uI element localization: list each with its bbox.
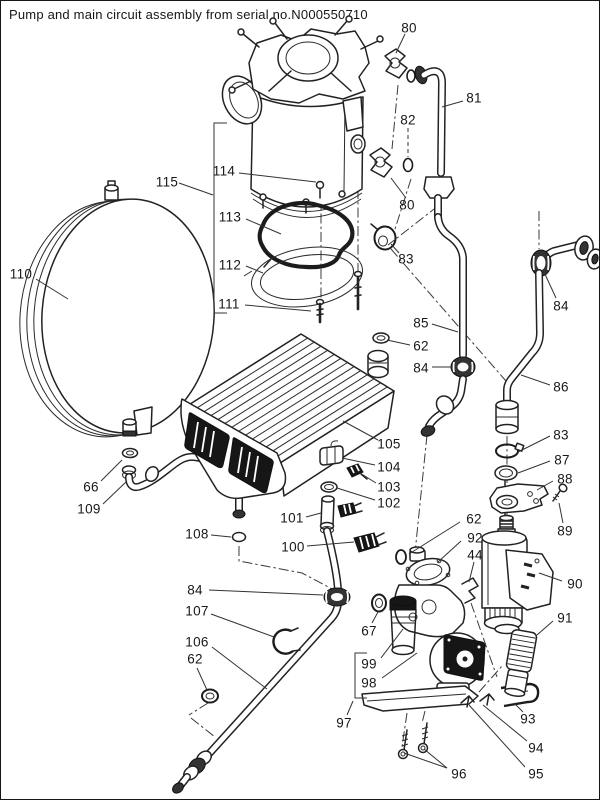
bracket-97 xyxy=(355,653,367,698)
clip-103 xyxy=(347,464,367,479)
combustion-chamber-assembly xyxy=(215,16,383,218)
pipe-106-group xyxy=(171,531,350,795)
pipe-union xyxy=(143,465,160,484)
union-nut xyxy=(424,177,454,198)
pump-bracket xyxy=(362,686,478,711)
door-panel-left xyxy=(185,413,230,468)
clip-80-top xyxy=(385,49,407,78)
gasket-112 xyxy=(244,240,367,315)
screws-111 xyxy=(317,272,362,323)
bracket-115 xyxy=(214,123,227,313)
clip-107 xyxy=(273,630,293,654)
page-title: Pump and main circuit assembly from seri… xyxy=(9,7,368,22)
clip-44 xyxy=(462,578,478,603)
clip-80-bottom xyxy=(370,148,392,177)
screw-89 xyxy=(553,483,568,501)
sight-glass xyxy=(351,135,365,153)
heat-exchanger xyxy=(181,333,394,552)
separator-cover xyxy=(506,550,553,610)
gasket-83 xyxy=(371,224,396,250)
screws-96 xyxy=(399,723,429,759)
pump-motor-98 xyxy=(430,633,485,700)
hydraulic-block xyxy=(395,585,465,637)
o-ring-62 xyxy=(373,333,389,343)
u-pin-93 xyxy=(501,684,538,706)
canister-99 xyxy=(390,596,416,655)
o-ring-62-low xyxy=(202,690,218,703)
door-panel-right xyxy=(229,438,274,493)
o-ring-82 xyxy=(404,159,413,172)
leader-lines xyxy=(36,34,563,768)
hose-91 xyxy=(501,629,537,698)
return-pipe-group xyxy=(490,234,599,531)
o-ring-102 xyxy=(321,482,337,492)
pipe-86 xyxy=(507,273,540,405)
air-separator xyxy=(482,516,553,698)
exchanger-flange xyxy=(368,351,388,378)
flue-pipes-group xyxy=(370,49,475,438)
washer-66 xyxy=(123,449,138,458)
nut-87 xyxy=(495,466,517,480)
gasket-113 xyxy=(260,203,353,267)
diverter-valve-92 xyxy=(404,547,452,589)
exchanger-fins xyxy=(194,338,388,459)
chamber-body xyxy=(251,95,363,207)
clamp-83 xyxy=(496,445,518,458)
o-ring-108 xyxy=(233,533,246,542)
gaskets-group xyxy=(244,203,396,322)
o-ring-62-pump xyxy=(396,550,406,564)
side-bracket xyxy=(343,97,363,131)
clip-95 xyxy=(461,696,474,707)
clip-94 xyxy=(480,694,494,705)
clip-104 xyxy=(320,441,343,465)
expansion-vessel xyxy=(12,181,222,479)
o-ring-67 xyxy=(372,595,386,612)
clip-100 xyxy=(354,533,386,552)
pump-assembly xyxy=(362,547,538,759)
flange-studs xyxy=(229,16,383,93)
pipe-101 xyxy=(321,496,363,534)
